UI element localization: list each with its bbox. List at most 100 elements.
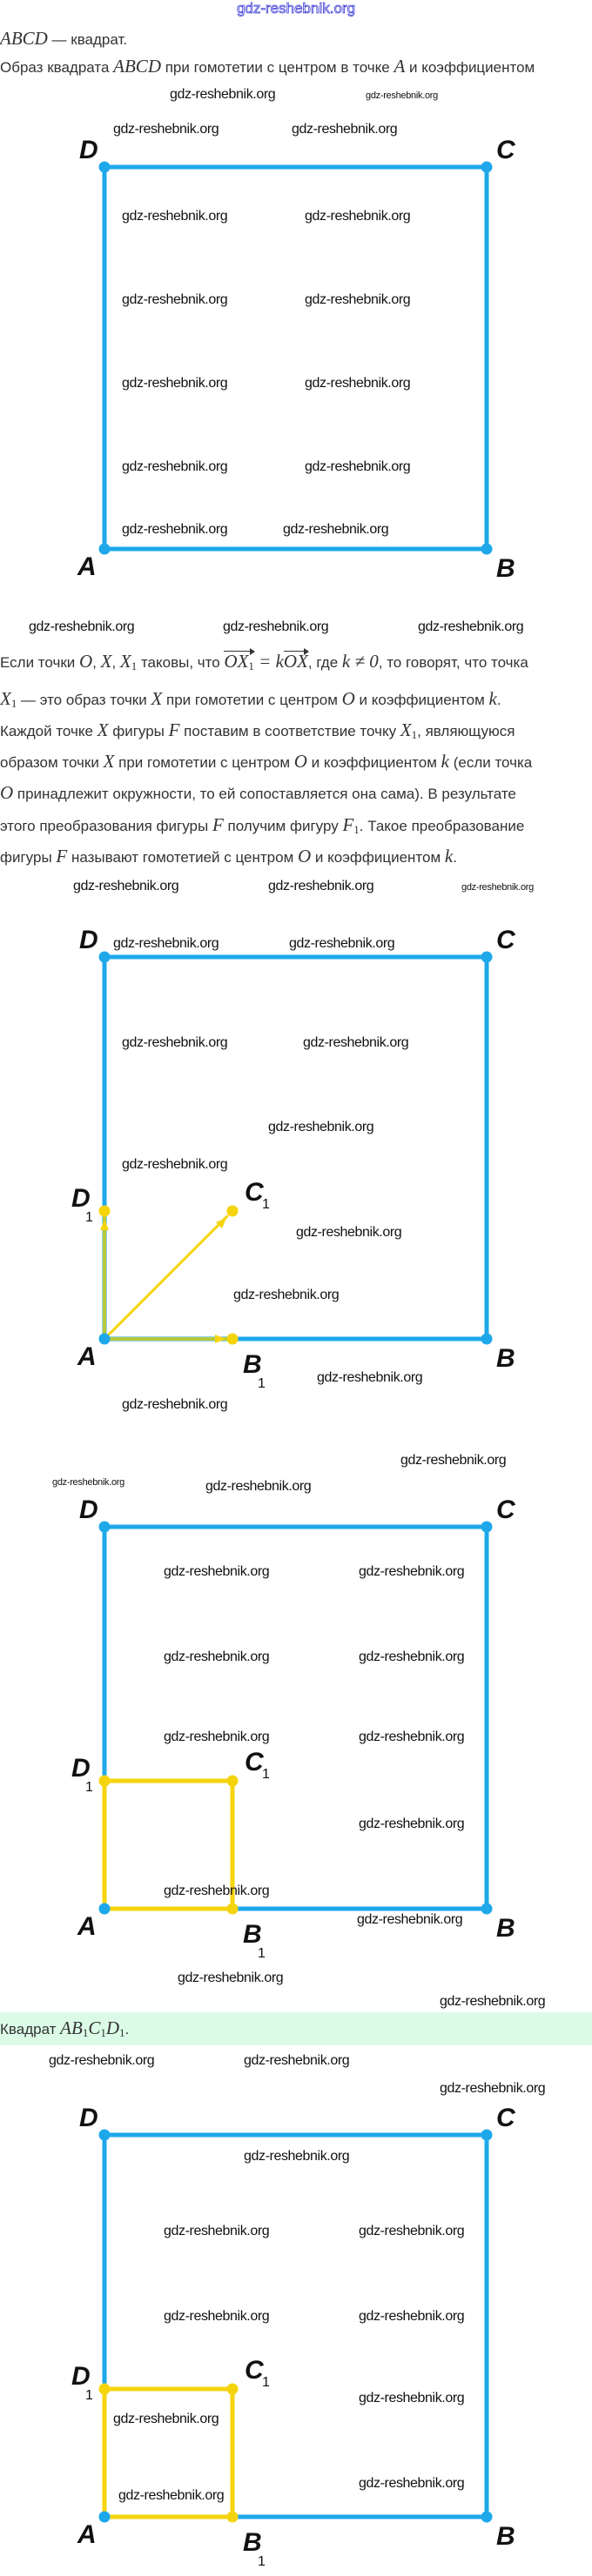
text-run: фигуры — [108, 723, 169, 739]
definition-line: Если точки O, X, X1 таковы, что OX1 = kO… — [0, 647, 528, 677]
watermark: gdz-reshebnik.org — [164, 1730, 270, 1744]
math-run: X1 — [119, 651, 138, 672]
watermark: gdz-reshebnik.org — [164, 2224, 270, 2238]
label-d: D — [79, 926, 98, 954]
label-d: D — [79, 1495, 98, 1524]
math-run: X1 — [0, 688, 17, 710]
subscript: 1 — [100, 2026, 106, 2039]
label-c: C — [496, 136, 516, 164]
label-c1: C — [245, 1748, 265, 1776]
watermark: gdz-reshebnik.org — [164, 1564, 270, 1579]
watermark: gdz-reshebnik.org — [359, 1817, 465, 1831]
math-run: O — [298, 846, 312, 866]
label-c: C — [496, 2104, 516, 2132]
label-b1-sub: 1 — [258, 2554, 266, 2569]
watermark: gdz-reshebnik.org — [122, 1035, 228, 1050]
math-run: F — [168, 719, 180, 740]
watermark: gdz-reshebnik.org — [359, 2391, 465, 2405]
header-watermark: gdz-reshebnik.org — [236, 0, 356, 17]
label-b: B — [496, 2522, 515, 2551]
watermark: gdz-reshebnik.org — [289, 936, 395, 951]
watermark: gdz-reshebnik.org — [122, 292, 228, 307]
watermark: gdz-reshebnik.org — [303, 1035, 409, 1050]
watermark: gdz-reshebnik.org — [113, 122, 219, 137]
watermark: gdz-reshebnik.org — [305, 292, 411, 307]
math-run: F — [56, 846, 68, 866]
label-d: D — [79, 136, 98, 164]
watermark: gdz-reshebnik.org — [440, 1994, 546, 2009]
text-run: образом точки — [0, 754, 104, 771]
intro-line: ABCD — квадрат. — [0, 28, 127, 50]
watermark: gdz-reshebnik.org — [400, 1453, 507, 1468]
text-run: принадлежит окружности, то ей сопоставля… — [13, 786, 516, 802]
watermark: gdz-reshebnik.org — [164, 1649, 270, 1664]
watermark: gdz-reshebnik.org — [296, 1225, 402, 1240]
math-run: O — [293, 751, 307, 772]
math-run: k ≠ 0 — [341, 651, 379, 672]
watermark: gdz-reshebnik.org — [418, 619, 524, 634]
text-run: Каждой точке — [0, 723, 98, 739]
watermark: gdz-reshebnik.org — [283, 522, 389, 537]
label-b1: B — [243, 1350, 262, 1379]
watermark: gdz-reshebnik.org — [305, 209, 411, 224]
label-b: B — [496, 1914, 515, 1943]
label-b: B — [496, 1344, 515, 1373]
label-b1-sub: 1 — [258, 1946, 266, 1961]
watermark: gdz-reshebnik.org — [366, 90, 438, 101]
math-run: A — [394, 56, 406, 77]
text-run: , — [92, 654, 101, 671]
label-c: C — [496, 1495, 516, 1524]
definition-line: фигуры F называют гомотетией с центром O… — [0, 846, 457, 868]
label-d1-sub: 1 — [85, 1780, 93, 1795]
watermark: gdz-reshebnik.org — [359, 1730, 465, 1744]
text-run: получим фигуру — [223, 818, 343, 834]
point-d1 — [98, 1205, 111, 1217]
math-run: O — [0, 782, 14, 803]
label-a: A — [77, 552, 97, 581]
text-run: , являющуюся — [417, 723, 515, 739]
point-c1 — [226, 1775, 239, 1787]
text-run: (если точка — [448, 754, 533, 771]
watermark: gdz-reshebnik.org — [164, 1883, 270, 1898]
label-d: D — [79, 2104, 98, 2132]
watermark: gdz-reshebnik.org — [244, 2053, 350, 2068]
watermark: gdz-reshebnik.org — [359, 2224, 465, 2238]
math-run: ABCD — [113, 56, 161, 77]
answer-line: Квадрат AB1C1D1. — [0, 2017, 129, 2044]
watermark: gdz-reshebnik.org — [359, 2476, 465, 2491]
vector-ac1 — [103, 1214, 229, 1341]
watermark: gdz-reshebnik.org — [305, 459, 411, 474]
label-b1: B — [243, 1920, 262, 1949]
definition-line: этого преобразования фигуры F получим фи… — [0, 814, 524, 840]
definition-line: Каждой точке X фигуры F поставим в соотв… — [0, 719, 515, 746]
text-run: , то говорят, что точка — [378, 654, 528, 671]
watermark: gdz-reshebnik.org — [233, 1288, 340, 1302]
text-run: и коэффициентом — [311, 849, 445, 866]
definition-line: O принадлежит окружности, то ей сопостав… — [0, 782, 516, 805]
watermark: gdz-reshebnik.org — [305, 376, 411, 391]
watermark: gdz-reshebnik.org — [170, 87, 276, 102]
label-c: C — [496, 926, 516, 954]
point-b1 — [226, 1903, 239, 1915]
watermark: gdz-reshebnik.org — [164, 2309, 270, 2324]
math-run: X — [97, 719, 109, 740]
math-run: X — [103, 751, 115, 772]
label-d1: D — [71, 1754, 91, 1783]
point-d1 — [98, 2383, 111, 2395]
watermark: gdz-reshebnik.org — [113, 936, 219, 951]
label-b1-sub: 1 — [258, 1376, 266, 1391]
point-c — [481, 161, 493, 173]
watermark: gdz-reshebnik.org — [205, 1479, 312, 1494]
definition-line: X1 — это образ точки X при гомотетии с ц… — [0, 688, 501, 714]
watermark: gdz-reshebnik.org — [122, 1157, 228, 1172]
point-b — [481, 2511, 493, 2523]
text-run: таковы, что — [137, 654, 225, 671]
text-run: и коэффициентом — [354, 692, 489, 708]
math-vector: OX — [283, 647, 309, 672]
watermark: gdz-reshebnik.org — [122, 522, 228, 537]
text-run: Образ квадрата — [0, 59, 114, 76]
point-d1 — [98, 1775, 111, 1787]
label-c1-sub: 1 — [262, 2375, 270, 2390]
text-run: . — [124, 2021, 130, 2037]
math-run: AB1 — [60, 2017, 89, 2039]
